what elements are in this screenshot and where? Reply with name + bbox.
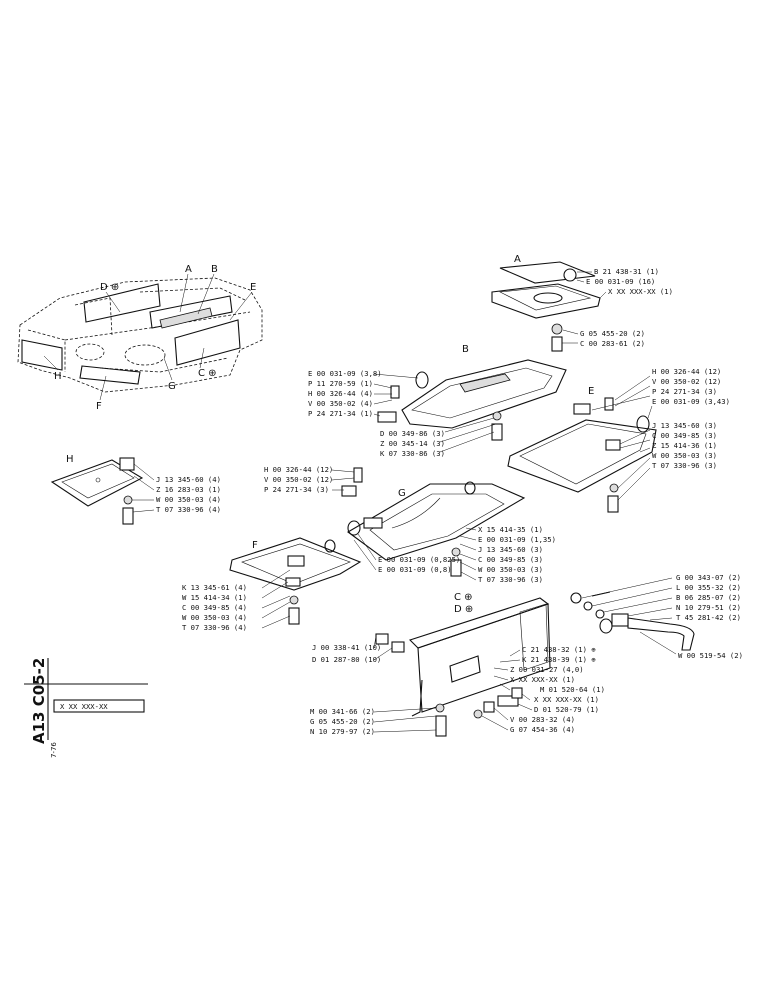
b-part-2: P 11 270-59 (1) bbox=[308, 379, 373, 388]
overview-label-d: D ⊕ bbox=[100, 282, 119, 293]
cd-part-2: D 01 287-80 (10) bbox=[312, 655, 381, 664]
overview-label-a: A bbox=[185, 264, 192, 275]
cd-part-6: X XX XXX-XX (1) bbox=[510, 675, 575, 684]
b-part-4: V 00 350-02 (4) bbox=[308, 399, 373, 408]
f-part-1: K 13 345-61 (4) bbox=[182, 583, 247, 592]
cd-part-10: V 00 283-32 (4) bbox=[510, 715, 575, 724]
overview-label-e: E bbox=[250, 282, 256, 293]
cd-part-4: K 21 438-39 (1) ⊕ bbox=[522, 655, 596, 664]
e-part-6: C 00 349-85 (3) bbox=[652, 431, 717, 440]
e-part-4: E 00 031-09 (3,43) bbox=[652, 397, 730, 406]
f-part-4: W 00 350-03 (4) bbox=[182, 613, 247, 622]
e-part-5: J 13 345-60 (3) bbox=[652, 421, 717, 430]
group-b-letter: B bbox=[462, 344, 469, 355]
e-part-2: V 00 350-02 (12) bbox=[652, 377, 721, 386]
g-part-2: V 00 350-02 (12) bbox=[264, 475, 333, 484]
e-part-7: Z 15 414-36 (1) bbox=[652, 441, 717, 450]
group-h-letter: H bbox=[66, 454, 74, 465]
group-b: B E 00 031-09 (3,8) P 11 270-59 (1) H 00… bbox=[308, 344, 567, 458]
b-part-6: D 00 349-86 (3) bbox=[380, 429, 445, 438]
cd-part-13: G 05 455-20 (2) bbox=[310, 717, 375, 726]
group-cd: C ⊕ D ⊕ J 00 338-41 (10) D 01 287-80 (10… bbox=[310, 592, 605, 737]
a-part-4: G 05 455-20 (2) bbox=[580, 329, 645, 338]
group-g: G H 00 326-44 (12) V 00 350-02 (12) P 24… bbox=[264, 465, 556, 584]
sheet-part-ref-text: X XX XXX-XX bbox=[60, 702, 108, 711]
cd-part-9: D 01 520-79 (1) bbox=[534, 705, 599, 714]
g-part-4: X 15 414-35 (1) bbox=[478, 525, 543, 534]
group-d-letter: D ⊕ bbox=[454, 604, 473, 615]
g-part-10: E 00 031-09 (0,825) bbox=[378, 555, 460, 564]
e-part-1: H 00 326-44 (12) bbox=[652, 367, 721, 376]
pipe-part-3: B 06 285-07 (2) bbox=[676, 593, 741, 602]
f-part-3: C 00 349-85 (4) bbox=[182, 603, 247, 612]
b-part-5: P 24 271-34 (1) bbox=[308, 409, 373, 418]
sheet-code: A13 C05-2 bbox=[30, 658, 48, 744]
g-part-9: T 07 330-96 (3) bbox=[478, 575, 543, 584]
sheet-code-block: A13 C05-2 7-76 X XX XXX-XX bbox=[24, 658, 148, 758]
h-part-2: Z 16 283-03 (1) bbox=[156, 485, 221, 494]
group-c-letter: C ⊕ bbox=[454, 592, 473, 603]
overview-label-f: F bbox=[96, 401, 102, 412]
group-g-letter: G bbox=[398, 488, 406, 499]
a-part-5: C 00 283-61 (2) bbox=[580, 339, 645, 348]
overview-vehicle bbox=[17, 277, 263, 393]
cd-part-8: X XX XXX-XX (1) bbox=[534, 695, 599, 704]
group-f: F K 13 345-61 (4) W 15 414-34 (1) C 00 3… bbox=[182, 537, 362, 632]
b-part-7: Z 00 345-14 (3) bbox=[380, 439, 445, 448]
group-a: A B 21 438-31 (1) E 00 031-09 (16) X XX … bbox=[491, 254, 673, 352]
cd-part-12: M 00 341-66 (2) bbox=[310, 707, 375, 716]
h-part-4: T 07 330-96 (4) bbox=[156, 505, 221, 514]
overview-labels: A B D ⊕ E C ⊕ F G H bbox=[43, 264, 256, 412]
overview-label-g: G bbox=[168, 381, 176, 392]
cd-part-1: J 00 338-41 (10) bbox=[312, 643, 381, 652]
h-part-3: W 00 350-03 (4) bbox=[156, 495, 221, 504]
b-part-8: K 07 330-86 (3) bbox=[380, 449, 445, 458]
overview-label-b: B bbox=[211, 264, 218, 275]
cd-part-7: M 01 520-64 (1) bbox=[540, 685, 605, 694]
pipe-part-2: L 00 355-32 (2) bbox=[676, 583, 741, 592]
g-part-6: J 13 345-60 (3) bbox=[478, 545, 543, 554]
g-part-11: E 00 031-09 (0,8) bbox=[378, 565, 452, 574]
overview-label-c: C ⊕ bbox=[198, 368, 217, 379]
group-f-letter: F bbox=[252, 540, 258, 551]
g-part-5: E 00 031-09 (1,35) bbox=[478, 535, 556, 544]
a-part-1: B 21 438-31 (1) bbox=[594, 267, 659, 276]
e-part-9: T 07 330-96 (3) bbox=[652, 461, 717, 470]
pipe-part-1: G 00 343-07 (2) bbox=[676, 573, 741, 582]
cd-part-5: Z 00 031-27 (4,0) bbox=[510, 665, 584, 674]
pipe-part-6: W 00 519-54 (2) bbox=[678, 651, 743, 660]
e-part-3: P 24 271-34 (3) bbox=[652, 387, 717, 396]
g-part-3: P 24 271-34 (3) bbox=[264, 485, 329, 494]
group-a-letter: A bbox=[514, 254, 521, 265]
f-part-5: T 07 330-96 (4) bbox=[182, 623, 247, 632]
g-part-8: W 00 350-03 (3) bbox=[478, 565, 543, 574]
cd-part-11: G 07 454-36 (4) bbox=[510, 725, 575, 734]
pipe-part-4: N 10 279-51 (2) bbox=[676, 603, 741, 612]
group-pipe: G 00 343-07 (2) L 00 355-32 (2) B 06 285… bbox=[570, 573, 743, 660]
b-part-1: E 00 031-09 (3,8) bbox=[308, 369, 382, 378]
group-e: E H 00 326-44 (12) V 00 350-02 (12) P 24… bbox=[507, 367, 730, 513]
pipe-part-5: T 45 281-42 (2) bbox=[676, 613, 741, 622]
cd-part-3: C 21 438-32 (1) ⊕ bbox=[522, 645, 596, 654]
b-part-3: H 00 326-44 (4) bbox=[308, 389, 373, 398]
group-h: H J 13 345-60 (4) Z 16 283-03 (1) W 00 3… bbox=[50, 454, 221, 525]
group-e-letter: E bbox=[588, 386, 594, 397]
f-part-2: W 15 414-34 (1) bbox=[182, 593, 247, 602]
e-part-8: W 00 350-03 (3) bbox=[652, 451, 717, 460]
cd-part-14: N 10 279-97 (2) bbox=[310, 727, 375, 736]
sheet-date: 7-76 bbox=[50, 742, 58, 758]
g-part-7: C 00 349-85 (3) bbox=[478, 555, 543, 564]
overview-label-h: H bbox=[54, 371, 62, 382]
g-part-1: H 00 326-44 (12) bbox=[264, 465, 333, 474]
a-part-3: X XX XXX-XX (1) bbox=[608, 287, 673, 296]
h-part-1: J 13 345-60 (4) bbox=[156, 475, 221, 484]
a-part-2: E 00 031-09 (16) bbox=[586, 277, 655, 286]
